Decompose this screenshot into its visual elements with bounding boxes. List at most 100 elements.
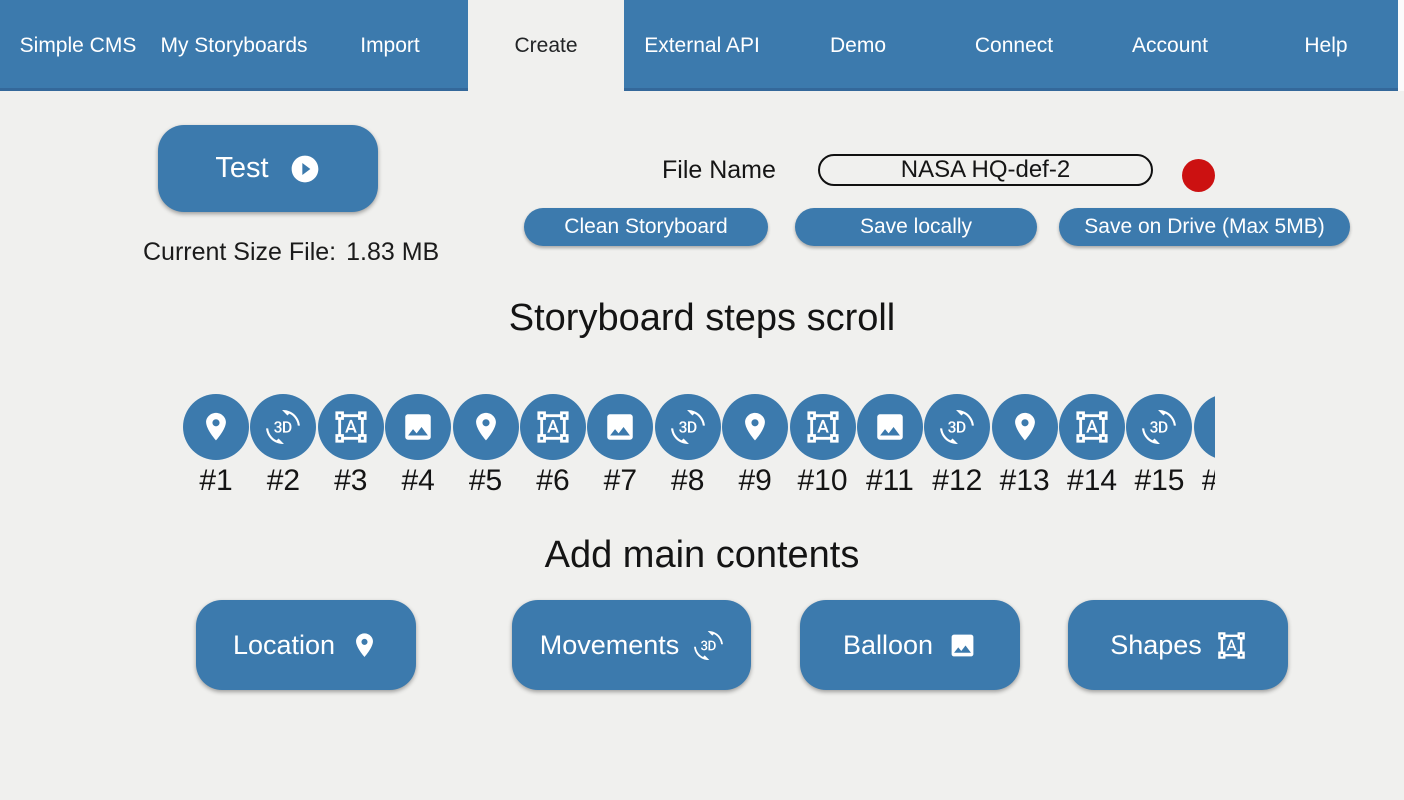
step-label: #10 [797, 464, 848, 497]
step-label: #4 [401, 464, 435, 497]
3d-rotation-icon [1142, 410, 1177, 444]
test-button-label: Test [215, 152, 269, 184]
step-label: #12 [932, 464, 983, 497]
button-label: Location [232, 629, 336, 660]
file-name-input[interactable] [818, 154, 1153, 186]
top-nav: Simple CMS My Storyboards Import Create Exte… [0, 0, 1398, 91]
format-shapes-icon [1217, 631, 1245, 659]
add-main-contents-title: Add main contents [544, 534, 860, 576]
step-label: #8 [671, 464, 705, 497]
step-item: #15 [1126, 394, 1193, 502]
image-icon [607, 414, 634, 440]
tab-import[interactable]: Import [360, 33, 420, 57]
step-label: #2 [266, 464, 301, 497]
step-label: #15 [1134, 464, 1185, 497]
tab-demo[interactable]: Demo [829, 33, 887, 57]
button-label: Balloon [842, 629, 934, 660]
step-circle-2[interactable] [250, 394, 317, 460]
step-label: #7 [603, 464, 638, 497]
image-icon [877, 414, 903, 440]
step-item: #9 [722, 394, 789, 502]
step-item: #8 [654, 394, 721, 502]
nav-right-strip [1398, 0, 1404, 91]
step-label: #9 [738, 464, 772, 497]
step-circle-14[interactable] [1059, 394, 1126, 460]
tab-help[interactable]: Help [1304, 33, 1348, 57]
step-circle-7[interactable] [587, 394, 654, 460]
step-label: #16 [1194, 464, 1215, 498]
save-actions-row: Clean Storyboard Save locally Save on Dr… [524, 208, 1350, 246]
add-location-button[interactable]: Location [196, 600, 416, 690]
step-item: #2 [250, 394, 317, 502]
button-label: Movements [539, 629, 680, 660]
button-label: Shapes [1110, 629, 1202, 660]
file-name-label: File Name [662, 156, 776, 184]
format-shapes-icon [537, 411, 569, 443]
step-item: #5 [452, 394, 519, 502]
tab-simple-cms[interactable]: Simple CMS [19, 33, 137, 57]
storyboard-steps-title: Storyboard steps scroll [508, 297, 896, 339]
step-label: #1 [199, 464, 233, 497]
add-shapes-button[interactable]: Shapes [1068, 600, 1288, 690]
place-icon [356, 632, 374, 657]
format-shapes-icon [1076, 411, 1108, 443]
current-size-text: Current Size File: 1.83 MB [143, 238, 439, 267]
tab-external-api[interactable]: External API [644, 33, 760, 57]
test-button[interactable]: Test [158, 125, 378, 212]
tab-account[interactable]: Account [1132, 33, 1208, 57]
step-circle-16[interactable] [1193, 394, 1215, 460]
step-circle-12[interactable] [924, 394, 991, 460]
step-item: #16 [1193, 394, 1215, 502]
step-circle-10[interactable] [789, 394, 856, 460]
step-circle-13[interactable] [991, 394, 1058, 460]
add-balloon-button[interactable]: Balloon [800, 600, 1020, 690]
storyboard-steps-scroll[interactable]: #1 #2 #3 #4 #5 #6 #7 #8 #9 #10 #11 #12 #13 #14 #15 #16 [183, 394, 1215, 502]
step-label: #3 [334, 464, 368, 497]
format-shapes-icon [335, 411, 367, 443]
save-on-drive-button[interactable]: Save on Drive (Max 5MB) [1059, 208, 1350, 246]
current-size-label: Current Size File: [143, 238, 337, 266]
place-icon [206, 412, 226, 441]
step-circle-15[interactable] [1126, 394, 1193, 460]
3d-rotation-icon [266, 410, 301, 444]
step-item: #1 [183, 394, 249, 502]
step-circle-8[interactable] [654, 394, 721, 460]
step-label: #13 [999, 464, 1050, 497]
step-circle-1[interactable] [183, 394, 249, 460]
tab-connect[interactable]: Connect [974, 33, 1054, 57]
step-label: #14 [1067, 464, 1118, 497]
add-movements-button[interactable]: Movements [512, 600, 751, 690]
record-status-dot [1182, 159, 1215, 192]
tab-my-storyboards[interactable]: My Storyboards [160, 33, 308, 57]
step-circle-5[interactable] [452, 394, 519, 460]
place-icon [475, 412, 496, 441]
step-circle-9[interactable] [722, 394, 789, 460]
step-item: #3 [317, 394, 384, 502]
step-circle-4[interactable] [385, 394, 452, 460]
step-circle-11[interactable] [856, 394, 923, 460]
step-item: #6 [519, 394, 586, 502]
step-item: #7 [587, 394, 654, 502]
3d-rotation-icon [670, 410, 705, 444]
clean-storyboard-button[interactable]: Clean Storyboard [524, 208, 768, 246]
place-icon [1210, 410, 1215, 444]
place-icon [1014, 412, 1035, 441]
image-icon [951, 634, 974, 656]
step-label: #5 [468, 464, 503, 497]
save-locally-button[interactable]: Save locally [795, 208, 1037, 246]
step-label: #6 [536, 464, 570, 497]
step-circle-6[interactable] [519, 394, 586, 460]
tab-create[interactable]: Create [468, 0, 624, 91]
step-item: #11 [856, 394, 923, 502]
step-item: #14 [1059, 394, 1126, 502]
image-icon [405, 414, 431, 440]
step-item: #13 [991, 394, 1058, 502]
step-item: #10 [789, 394, 856, 502]
format-shapes-icon [806, 411, 839, 443]
step-circle-3[interactable] [317, 394, 384, 460]
step-label: #11 [865, 464, 914, 497]
current-size-value: 1.83 MB [346, 238, 440, 266]
place-icon [745, 412, 766, 441]
3d-rotation-icon [694, 630, 724, 660]
